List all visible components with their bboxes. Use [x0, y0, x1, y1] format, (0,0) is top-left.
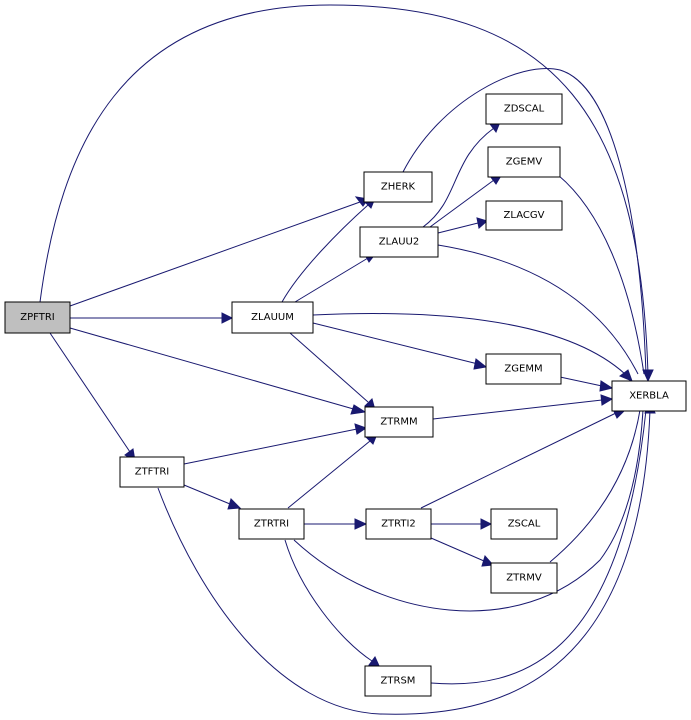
- edge-ztrtri-xerbla: [293, 409, 644, 612]
- edge-ztrti2-ztrmv-arrow: [481, 554, 495, 567]
- edge-zlauu2-zdscal: [422, 127, 495, 228]
- node-ztrmv[interactable]: ZTRMV: [490, 562, 558, 594]
- edge-zpftri-zlauum-arrow: [221, 312, 234, 324]
- edge-ztftri-ztrmm: [183, 428, 358, 465]
- node-zgemv[interactable]: ZGEMV: [487, 146, 561, 178]
- edge-zlauum-zherk: [281, 204, 369, 303]
- node-ztrmm-label: ZTRMM: [380, 417, 417, 428]
- node-ztrmm[interactable]: ZTRMM: [364, 406, 434, 438]
- node-xerbla[interactable]: XERBLA: [611, 380, 687, 412]
- node-zherk-label: ZHERK: [381, 182, 416, 193]
- edge-ztftri-xerbla: [157, 409, 651, 715]
- edge-zgemv-xerbla: [557, 174, 645, 375]
- edge-ztftri-ztrmm-arrow: [354, 423, 368, 435]
- node-zlauu2-label: ZLAUU2: [379, 237, 420, 248]
- edge-zlauum-zgemm: [312, 322, 479, 365]
- node-zgemv-label: ZGEMV: [506, 157, 543, 168]
- node-zherk[interactable]: ZHERK: [363, 171, 433, 203]
- edge-ztftri-ztrtri: [183, 484, 231, 505]
- edge-zlauum-xerbla-arrow: [619, 369, 633, 382]
- edge-ztrtri-ztrti2-arrow: [354, 518, 368, 530]
- node-ztftri[interactable]: ZTFTRI: [119, 456, 185, 488]
- edge-ztrtri-ztrmm: [287, 440, 371, 509]
- edge-zlauum-zgemm-arrow: [473, 358, 488, 370]
- node-zpftri-label: ZPFTRI: [20, 312, 54, 323]
- edge-zpftri-zherk: [69, 201, 361, 307]
- edge-ztrmv-xerbla: [549, 409, 641, 563]
- edge-zpftri-ztrmm: [69, 327, 358, 411]
- edge-zgemm-xerbla-arrow: [599, 380, 614, 392]
- nodes: ZPFTRI ZHERK ZLAUU2 ZLAUUM ZDSCAL ZGEMV …: [4, 93, 687, 697]
- node-ztrtri-label: ZTRTRI: [254, 519, 289, 530]
- edge-zlauu2-zlacgv-arrow: [476, 217, 489, 229]
- node-zscal-label: ZSCAL: [508, 519, 541, 530]
- edge-zlauu2-zgemv: [429, 179, 495, 228]
- edge-ztrti2-zscal-arrow: [480, 518, 493, 530]
- node-zlacgv-label: ZLACGV: [504, 210, 545, 221]
- node-zgemm[interactable]: ZGEMM: [485, 353, 562, 385]
- node-zpftri[interactable]: ZPFTRI: [4, 301, 71, 334]
- edge-zlauum-ztrmm: [289, 332, 369, 403]
- node-xerbla-label: XERBLA: [629, 391, 669, 402]
- edge-ztrmm-xerbla-arrow: [600, 394, 614, 406]
- edge-zherk-xerbla: [402, 68, 647, 375]
- node-ztrsm-label: ZTRSM: [381, 676, 416, 687]
- edge-zlauum-xerbla: [312, 313, 626, 375]
- node-zlauu2[interactable]: ZLAUU2: [359, 226, 439, 258]
- edge-ztrti2-ztrmv: [430, 537, 485, 562]
- edge-zpftri-xerbla: [39, 4, 649, 375]
- node-zdscal[interactable]: ZDSCAL: [485, 93, 563, 125]
- node-ztrmv-label: ZTRMV: [506, 573, 542, 584]
- edge-zgemm-xerbla: [559, 376, 603, 387]
- edge-zpftri-xerbla-arrow: [642, 369, 654, 383]
- edge-ztrtri-ztrsm: [284, 539, 373, 662]
- node-zlacgv[interactable]: ZLACGV: [485, 200, 563, 231]
- node-ztrsm[interactable]: ZTRSM: [364, 665, 432, 697]
- edge-zlauum-zlauu2: [294, 257, 369, 303]
- node-zlauum[interactable]: ZLAUUM: [231, 301, 314, 334]
- edge-ztrti2-xerbla: [420, 412, 617, 509]
- edge-ztrsm-xerbla: [430, 409, 647, 685]
- edge-ztrmm-xerbla: [432, 399, 603, 420]
- edges: [39, 4, 656, 715]
- edge-zpftri-ztftri: [49, 332, 131, 453]
- edge-zlauu2-zlacgv: [437, 222, 479, 234]
- node-zscal[interactable]: ZSCAL: [490, 508, 558, 540]
- edge-zlauu2-xerbla: [437, 244, 639, 375]
- node-ztrti2-label: ZTRTI2: [381, 519, 416, 530]
- node-ztrti2[interactable]: ZTRTI2: [365, 508, 432, 540]
- edge-ztftri-ztrtri-arrow: [227, 498, 242, 510]
- node-zgemm-label: ZGEMM: [504, 364, 542, 375]
- node-ztrtri[interactable]: ZTRTRI: [238, 508, 305, 540]
- node-ztftri-label: ZTFTRI: [135, 467, 170, 478]
- node-zdscal-label: ZDSCAL: [504, 104, 545, 115]
- node-zlauum-label: ZLAUUM: [251, 312, 294, 323]
- edge-zpftri-ztrmm-arrow: [350, 404, 367, 415]
